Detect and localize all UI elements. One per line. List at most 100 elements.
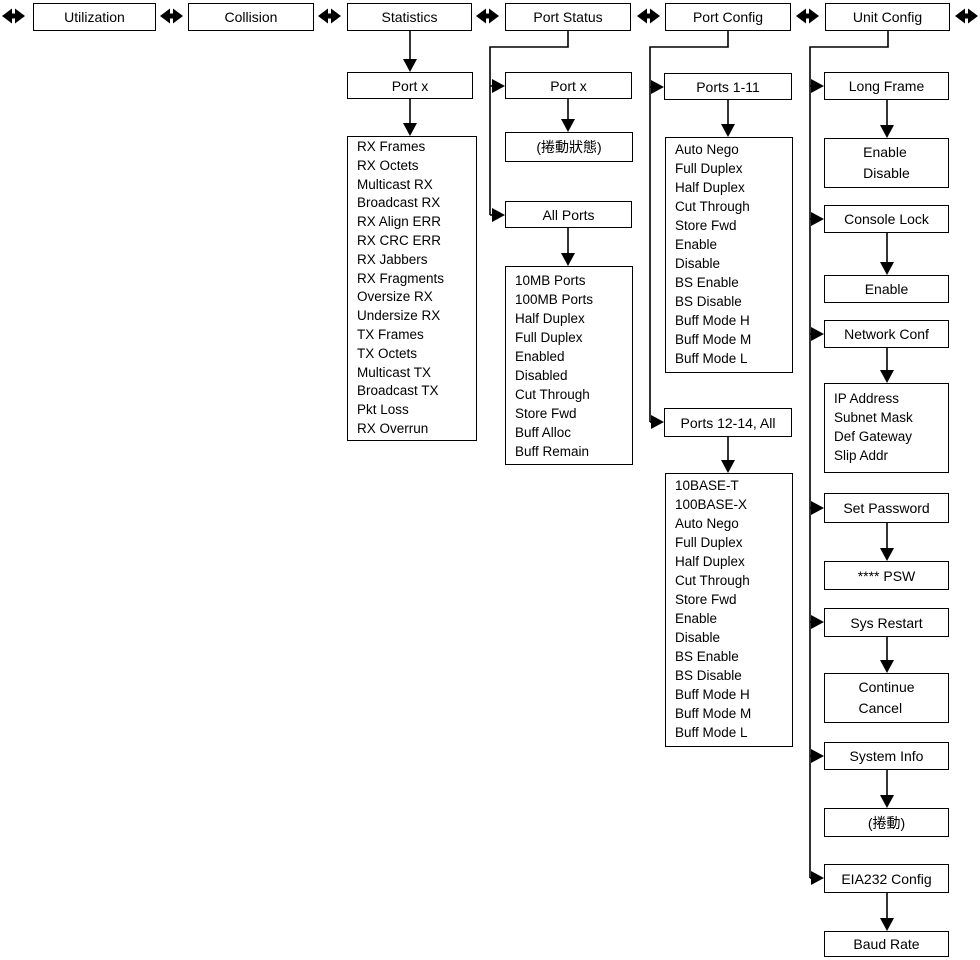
left-right-arrow-icon <box>318 8 341 24</box>
down-arrow <box>561 228 575 266</box>
list-item: Undersize RX <box>357 308 441 324</box>
down-arrow <box>880 523 894 561</box>
menu-box-collision: Collision <box>188 3 314 31</box>
system-info-scroll-box: (捲動) <box>824 808 949 837</box>
port-status-all-ports-box: All Ports <box>505 201 632 228</box>
list-item: Slip Addr <box>834 448 889 463</box>
list-item: RX Frames <box>357 139 426 154</box>
down-arrow <box>880 233 894 275</box>
port-status-scroll-status-box: (捲動狀態) <box>505 132 633 162</box>
list-item: Disable <box>675 256 721 271</box>
unit-config-network-conf-box: Network Conf <box>824 320 949 348</box>
list-item: TX Octets <box>357 345 418 361</box>
elbow-connector <box>489 31 569 215</box>
left-right-arrow-icon <box>476 8 499 24</box>
port-status-port-x-box: Port x <box>505 72 632 99</box>
menu-label: Port Status <box>533 9 603 25</box>
statistics-port-x-box: Port x <box>347 72 473 99</box>
port-config-ports-1-11-box: Ports 1-11 <box>664 73 792 100</box>
down-arrow <box>880 893 894 931</box>
box-label: Enable <box>864 281 909 297</box>
list-item: Multicast RX <box>357 176 433 192</box>
left-right-arrow-icon <box>2 8 25 24</box>
list-item: Pkt Loss <box>357 402 409 418</box>
left-right-arrow-icon <box>796 8 819 24</box>
list-item: Oversize RX <box>357 289 433 305</box>
list-item: BS Disable <box>675 668 742 683</box>
list-item: Full Duplex <box>675 161 743 176</box>
box-label: Network Conf <box>844 326 929 342</box>
branch-arrow <box>810 327 824 341</box>
list-item: Half Duplex <box>675 554 745 569</box>
box-label: EIA232 Config <box>841 870 932 887</box>
list-item: IP Address <box>834 391 900 406</box>
list-item: Half Duplex <box>675 180 745 195</box>
menu-box-port-config: Port Config <box>665 3 791 31</box>
unit-config-set-password-box: Set Password <box>824 493 949 523</box>
box-label: Port x <box>391 77 429 94</box>
menu-label: Utilization <box>64 9 125 25</box>
menu-box-statistics: Statistics <box>347 3 472 31</box>
down-arrow <box>880 770 894 808</box>
down-arrow <box>721 437 735 473</box>
list-item: TX Frames <box>357 326 424 342</box>
unit-config-sys-restart-box: Sys Restart <box>824 608 949 637</box>
branch-arrow <box>650 415 664 429</box>
box-label: Sys Restart <box>850 614 923 631</box>
box-label: (捲動) <box>867 814 906 831</box>
list-item: RX Align ERR <box>357 214 442 230</box>
list-item: 10BASE-T <box>675 478 739 493</box>
down-arrow <box>880 637 894 673</box>
box-label: Port x <box>550 77 587 94</box>
list-item: Full Duplex <box>675 535 743 550</box>
list-item: Enable <box>863 144 907 160</box>
box-label: Baud Rate <box>853 936 920 952</box>
list-item: Broadcast RX <box>357 195 441 211</box>
list-item: Disable <box>863 165 910 181</box>
list-item: Broadcast TX <box>357 383 439 399</box>
list-item: Cut Through <box>675 573 750 588</box>
down-arrow <box>403 99 417 136</box>
box-label: Ports 12-14, All <box>680 414 776 431</box>
list-item: Auto Nego <box>675 516 739 531</box>
eia232-baud-rate-box: Baud Rate <box>824 931 949 957</box>
list-item: Enabled <box>515 349 565 364</box>
branch-arrow <box>810 501 824 515</box>
box-label: All Ports <box>542 206 595 223</box>
console-lock-enable-box: Enable <box>824 275 949 303</box>
left-right-arrow-icon <box>160 8 183 24</box>
list-item: Disable <box>675 630 721 645</box>
list-item: Enable <box>675 237 718 252</box>
list-item: Def Gateway <box>834 429 913 444</box>
list-item: Store Fwd <box>515 406 577 421</box>
list-item: Buff Mode M <box>675 332 752 347</box>
branch-arrow <box>650 80 664 94</box>
branch-arrow <box>810 749 824 763</box>
box-label: Set Password <box>843 500 930 516</box>
branch-arrow <box>810 615 824 629</box>
list-item: RX Jabbers <box>357 251 428 267</box>
list-item: BS Disable <box>675 294 742 309</box>
password-psw-box: **** PSW <box>824 561 949 590</box>
list-item: Store Fwd <box>675 592 737 607</box>
menu-label: Unit Config <box>852 9 923 25</box>
list-item: Full Duplex <box>515 330 583 345</box>
list-item: BS Enable <box>675 649 739 664</box>
menu-box-unit-config: Unit Config <box>825 3 950 31</box>
menu-box-port-status: Port Status <box>505 3 631 31</box>
list-item: Buff Remain <box>515 444 590 459</box>
left-right-arrow-icon <box>637 8 660 24</box>
box-label: System Info <box>849 748 924 764</box>
list-item: Buff Mode H <box>675 687 750 702</box>
list-item: Store Fwd <box>675 218 737 233</box>
list-item: 100MB Ports <box>515 292 594 307</box>
list-item: Multicast TX <box>357 364 432 380</box>
port-config-ports-12-14-box: Ports 12-14, All <box>664 408 792 437</box>
box-label: Console Lock <box>844 211 929 227</box>
